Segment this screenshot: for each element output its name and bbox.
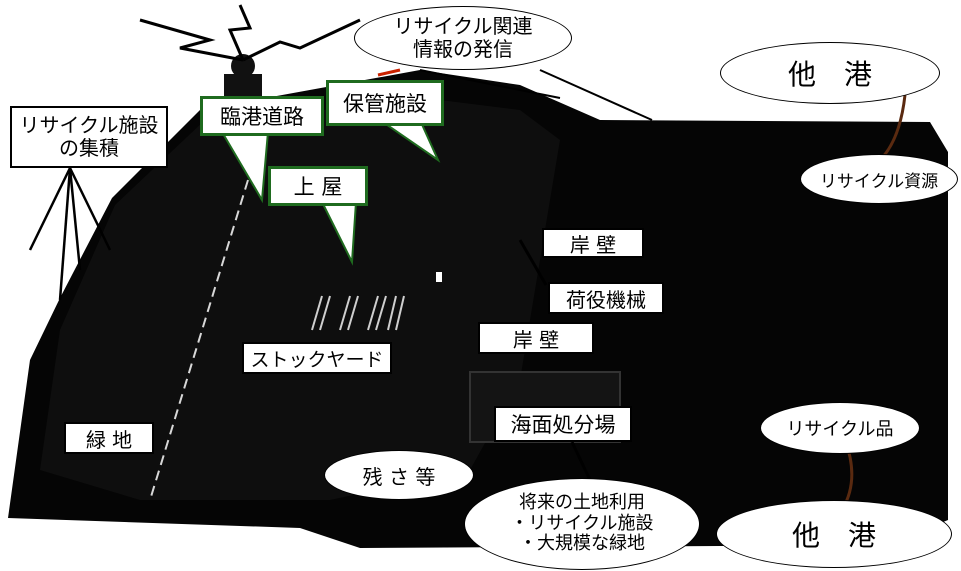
- recycle-cluster-box: リサイクル施設 の集積: [10, 106, 168, 168]
- green-space-box: 緑 地: [64, 422, 154, 454]
- future-land-use-oval: 将来の土地利用 ・リサイクル施設 ・大規模な緑地: [464, 478, 700, 570]
- quay-upper-box: 岸 壁: [542, 228, 644, 258]
- recycle-resources-label: リサイクル資源: [819, 171, 939, 192]
- stockyard-box: ストックヤード: [242, 342, 392, 374]
- cargo-machinery-label: 荷役機械: [566, 287, 646, 312]
- sea-disposal-box: 海面処分場: [494, 406, 632, 442]
- other-port-top-oval: 他 港: [720, 42, 940, 104]
- recycle-info-line2: 情報の発信: [413, 37, 513, 61]
- broadcast-lines: [139, 4, 361, 62]
- future-land-use-line3: ・大規模な緑地: [519, 533, 645, 555]
- quay-upper-label: 岸 壁: [569, 232, 617, 257]
- quay-lower-label: 岸 壁: [512, 327, 560, 352]
- quay-connector: [518, 239, 548, 286]
- recycle-cluster-line1: リサイクル施設: [19, 113, 159, 137]
- port-road-label: 臨港道路: [220, 105, 304, 129]
- white-marker: [436, 272, 442, 282]
- future-use-connector: [570, 441, 592, 481]
- recycled-products-label: リサイクル品: [786, 419, 894, 440]
- recycle-info-line1: リサイクル関連: [393, 14, 533, 38]
- storage-facility-box: 保管施設: [326, 80, 444, 126]
- cargo-machinery-box: 荷役機械: [548, 282, 664, 314]
- shed-label: 上 屋: [293, 175, 343, 199]
- recycle-info-oval: リサイクル関連 情報の発信: [354, 6, 572, 70]
- road-line: [149, 179, 249, 501]
- residue-label: 残 さ 等: [362, 464, 436, 489]
- recycle-resources-oval: リサイクル資源: [800, 154, 958, 204]
- quay-lower-box: 岸 壁: [478, 322, 594, 354]
- green-space-label: 緑 地: [85, 427, 133, 452]
- red-arrow: [377, 68, 401, 77]
- info-lines: [419, 69, 653, 121]
- recycle-cluster-line2: の集積: [59, 136, 119, 160]
- recycled-products-oval: リサイクル品: [760, 402, 920, 454]
- residue-oval: 残 さ 等: [324, 450, 474, 500]
- storage-facility-label: 保管施設: [343, 92, 427, 116]
- port-road-box: 臨港道路: [200, 96, 324, 136]
- future-land-use-line1: 将来の土地利用: [519, 491, 645, 513]
- shed-box: 上 屋: [268, 166, 368, 206]
- other-port-bottom-label: 他 港: [791, 519, 876, 552]
- future-land-use-line2: ・リサイクル施設: [510, 512, 654, 534]
- cluster-lines: [28, 167, 112, 301]
- land-area: [40, 100, 560, 500]
- sea-disposal-label: 海面処分場: [510, 413, 616, 437]
- other-port-top-label: 他 港: [787, 58, 872, 91]
- other-port-bottom-oval: 他 港: [716, 500, 952, 568]
- stockyard-label: ストックヤード: [250, 348, 384, 371]
- stockyard-marks: [311, 295, 405, 331]
